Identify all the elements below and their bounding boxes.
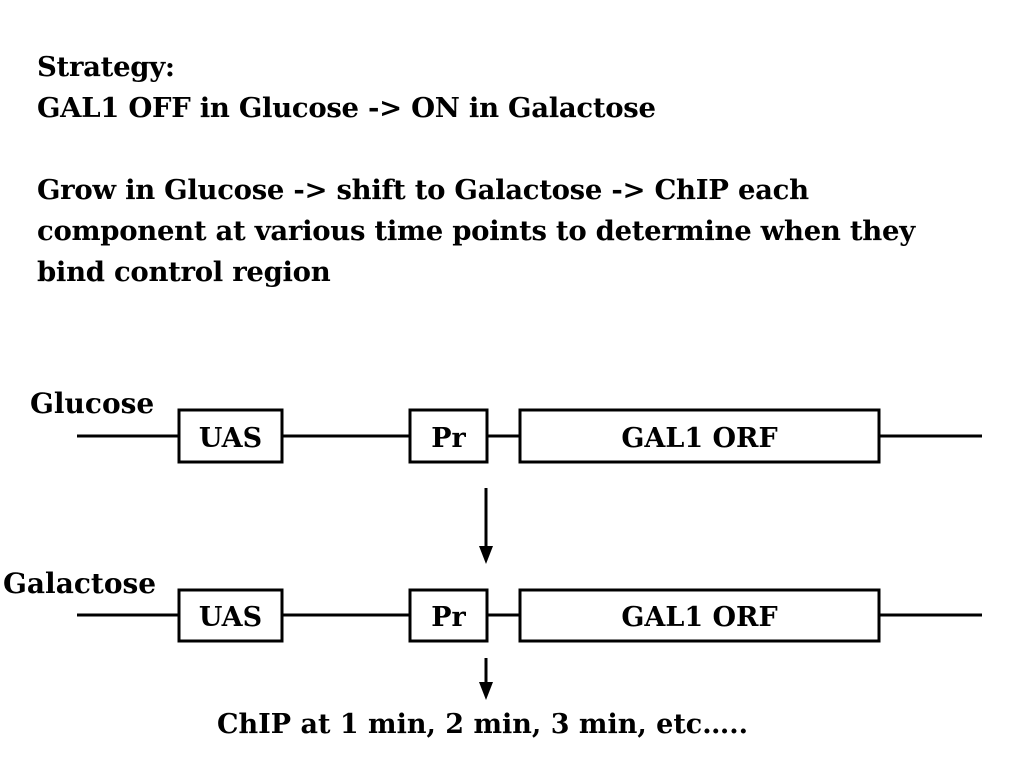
uas-box — [177, 408, 284, 464]
galactose-label: Galactose — [3, 567, 156, 600]
promoter-label: Pr — [431, 602, 466, 633]
strategy-line-3: component at various time points to dete… — [37, 215, 915, 247]
uas-label: UAS — [199, 602, 262, 633]
strategy-text: Strategy: GAL1 OFF in Glucose -> ON in G… — [37, 47, 1007, 293]
strategy-heading: Strategy: — [37, 51, 175, 83]
galactose-row: Galactose UAS Pr GAL1 ORF — [3, 567, 982, 643]
orf-label: GAL1 ORF — [621, 423, 777, 454]
shift-arrow — [479, 488, 493, 564]
glucose-row: Glucose UAS Pr GAL1 ORF — [30, 387, 982, 464]
orf-label: GAL1 ORF — [621, 602, 777, 633]
chip-caption: ChIP at 1 min, 2 min, 3 min, etc….. — [217, 709, 748, 740]
chip-arrow — [479, 658, 493, 700]
strategy-line-1: GAL1 OFF in Glucose -> ON in Galactose — [37, 92, 656, 124]
uas-box — [177, 588, 284, 643]
strategy-line-2: Grow in Glucose -> shift to Galactose ->… — [37, 174, 809, 206]
uas-label: UAS — [199, 423, 262, 454]
orf-box — [518, 588, 881, 643]
promoter-label: Pr — [431, 423, 466, 454]
strategy-line-4: bind control region — [37, 256, 331, 288]
glucose-label: Glucose — [30, 387, 154, 420]
